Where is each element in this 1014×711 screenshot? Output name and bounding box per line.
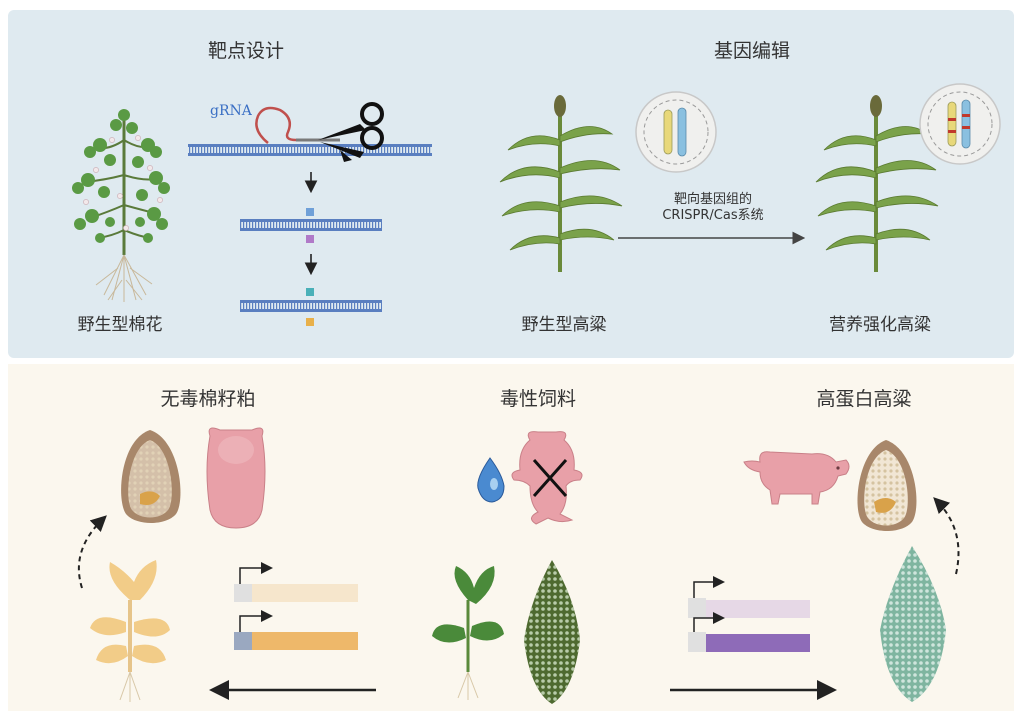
dna-rungs-1 <box>188 147 432 153</box>
dna-strand-top-2 <box>240 219 382 222</box>
expression-bar-high-sorghum <box>706 634 810 652</box>
dna-strand-bottom-2 <box>240 228 382 231</box>
repair-marker-bottom <box>306 318 314 326</box>
pig-sideview-healthy <box>744 452 849 504</box>
toxin-drop-icon <box>478 458 504 502</box>
promoter-arrow-4 <box>694 618 722 632</box>
cotton-gene-expression <box>234 568 358 650</box>
cut-marker-top <box>306 208 314 216</box>
cottonseed-icon <box>121 430 180 523</box>
dna-rungs-3 <box>240 303 382 309</box>
repair-marker-top <box>306 288 314 296</box>
wild-cotton-plant <box>72 109 170 302</box>
edited-cotton-plant <box>90 560 170 702</box>
sorghum-grain-head-teal <box>880 546 946 702</box>
dna-strand-top-1 <box>188 144 432 147</box>
dna-strand-top-3 <box>240 300 382 303</box>
expression-bar-high <box>252 632 358 650</box>
promoter-box-1 <box>234 584 252 602</box>
promoter-box-4 <box>688 632 706 652</box>
chromosome-circle-edited <box>920 84 1000 164</box>
dashed-arrow-left <box>79 518 104 588</box>
expression-bar-low-sorghum <box>706 600 810 618</box>
chromosome-circle-wild <box>636 92 716 172</box>
dna-rungs-2 <box>240 222 382 228</box>
pig-toxic-feed <box>512 432 582 524</box>
pig-topview-healthy <box>207 428 265 528</box>
promoter-box-3 <box>688 598 706 618</box>
expression-bar-low <box>252 584 358 602</box>
sorghum-seed-icon <box>857 440 916 531</box>
cut-marker-bottom <box>306 235 314 243</box>
dna-strand-bottom-1 <box>188 153 432 156</box>
promoter-arrow-3 <box>694 582 722 598</box>
sorghum-gene-expression <box>688 582 810 652</box>
green-cotton-seedling <box>432 566 504 700</box>
promoter-box-2 <box>234 632 252 650</box>
dna-editing-schematic <box>188 104 432 326</box>
dna-strand-bottom-3 <box>240 309 382 312</box>
dashed-arrow-right <box>936 500 959 574</box>
promoter-arrow-2 <box>240 616 270 632</box>
promoter-arrow-1 <box>240 568 270 584</box>
sorghum-grain-head-dark <box>524 560 580 704</box>
wild-sorghum-plant <box>500 95 622 272</box>
